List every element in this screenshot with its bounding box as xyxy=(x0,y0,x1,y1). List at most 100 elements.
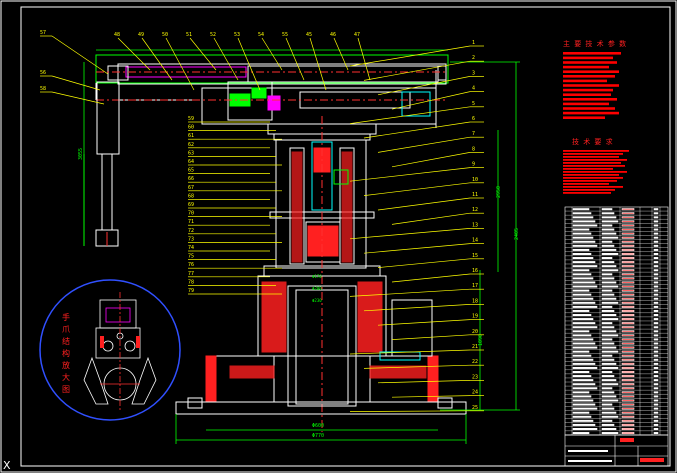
table-cell-text xyxy=(653,208,659,211)
leader-line xyxy=(349,349,471,355)
title-block-code xyxy=(640,458,664,462)
table-cell-text xyxy=(601,261,615,264)
table-cell-text xyxy=(572,240,596,243)
part-number-label: 11 xyxy=(472,192,478,198)
table-cell-text xyxy=(653,362,659,365)
table-cell-text xyxy=(621,265,635,268)
table-cell-text xyxy=(601,427,617,430)
part-number-label: 68 xyxy=(188,193,194,199)
table-cell-text xyxy=(621,305,635,308)
part-number-label: 49 xyxy=(138,32,144,38)
table-cell-text xyxy=(621,403,635,406)
table-cell-text xyxy=(572,322,596,325)
table-cell-text xyxy=(653,285,659,288)
note-line xyxy=(563,183,609,185)
table-cell-text xyxy=(621,216,635,219)
leader-line xyxy=(349,288,471,297)
part-number-label: 9 xyxy=(472,162,475,168)
note-line xyxy=(563,168,613,170)
table-cell-text xyxy=(621,212,635,215)
dim-col-3: Φ230 xyxy=(312,298,322,303)
table-cell-text xyxy=(621,330,635,333)
part-number-label: 24 xyxy=(472,390,478,396)
table-cell-text xyxy=(653,293,659,296)
table-cell-text xyxy=(653,423,659,426)
part-number-label: 51 xyxy=(186,32,192,38)
notes-heading-requirements: 技 术 要 求 xyxy=(572,137,613,146)
table-cell-text xyxy=(572,395,592,398)
table-cell-text xyxy=(601,265,617,268)
table-cell-text xyxy=(653,297,659,300)
table-cell-text xyxy=(572,208,590,211)
leader-line xyxy=(349,106,471,124)
note-line xyxy=(563,192,611,194)
table-cell-text xyxy=(653,314,659,317)
table-cell-text xyxy=(572,387,598,390)
part-number-label: 55 xyxy=(282,32,288,38)
table-cell-text xyxy=(621,407,635,410)
part-number-label: 10 xyxy=(472,177,478,183)
part-number-label: 7 xyxy=(472,131,475,137)
table-cell-text xyxy=(601,399,619,402)
base-assembly xyxy=(175,275,467,415)
part-number-label: 47 xyxy=(354,32,360,38)
leader-line xyxy=(349,45,471,67)
part-number-label: 74 xyxy=(188,245,194,251)
notes-heading-parameters: 主 要 技 术 参 数 xyxy=(563,39,626,48)
note-line xyxy=(563,84,619,87)
note-line xyxy=(563,162,621,164)
dim-col-2: Φ200 xyxy=(312,286,322,291)
table-cell-text xyxy=(601,362,617,365)
leader-line xyxy=(377,258,471,268)
leader-line xyxy=(141,37,173,81)
table-cell-text xyxy=(621,309,635,312)
part-number-label: 62 xyxy=(188,142,194,148)
table-cell-text xyxy=(601,257,613,260)
part-number-label: 22 xyxy=(472,359,478,365)
table-cell-text xyxy=(621,261,635,264)
title-block-marks xyxy=(568,438,664,462)
leader-line xyxy=(261,37,283,71)
table-cell-text xyxy=(601,326,615,329)
table-cell-text xyxy=(621,379,635,382)
table-cell-text xyxy=(572,391,590,394)
part-number-label: 71 xyxy=(188,219,194,225)
dim-overall-width: Φ770 xyxy=(312,433,324,439)
leader-line xyxy=(333,37,349,71)
part-number-label: 65 xyxy=(188,168,194,174)
table-cell-text xyxy=(653,281,659,284)
leader-line xyxy=(391,273,471,283)
table-cell-text xyxy=(653,358,659,361)
title-block-text xyxy=(568,450,608,452)
table-cell-text xyxy=(653,322,659,325)
part-number-label: 67 xyxy=(188,185,194,191)
table-cell-text xyxy=(653,220,659,223)
part-number-label: 45 xyxy=(306,32,312,38)
table-cell-text xyxy=(621,293,635,296)
table-cell-text xyxy=(572,403,596,406)
table-cell-text xyxy=(601,277,615,280)
leader-line xyxy=(391,395,471,398)
dim-arm-height: 3055 xyxy=(78,148,84,160)
part-number-label: 75 xyxy=(188,254,194,260)
table-cell-text xyxy=(601,350,619,353)
table-cell-text xyxy=(653,383,659,386)
note-line xyxy=(563,75,615,78)
table-cell-text xyxy=(621,395,635,398)
table-cell-text xyxy=(601,366,619,369)
leader-line xyxy=(363,364,471,369)
table-cell-text xyxy=(621,240,635,243)
table-cell-text xyxy=(653,346,659,349)
table-cell-text xyxy=(572,244,598,247)
table-cell-text xyxy=(572,265,598,268)
leader-line xyxy=(309,37,327,91)
table-cell-text xyxy=(653,342,659,345)
table-cell-text xyxy=(572,366,598,369)
table-cell-text xyxy=(621,285,635,288)
part-number-labels: 5756585960616263646566676869707172737475… xyxy=(40,30,478,411)
note-line xyxy=(563,116,605,119)
table-cell-text xyxy=(621,419,635,422)
table-cell-text xyxy=(601,322,613,325)
